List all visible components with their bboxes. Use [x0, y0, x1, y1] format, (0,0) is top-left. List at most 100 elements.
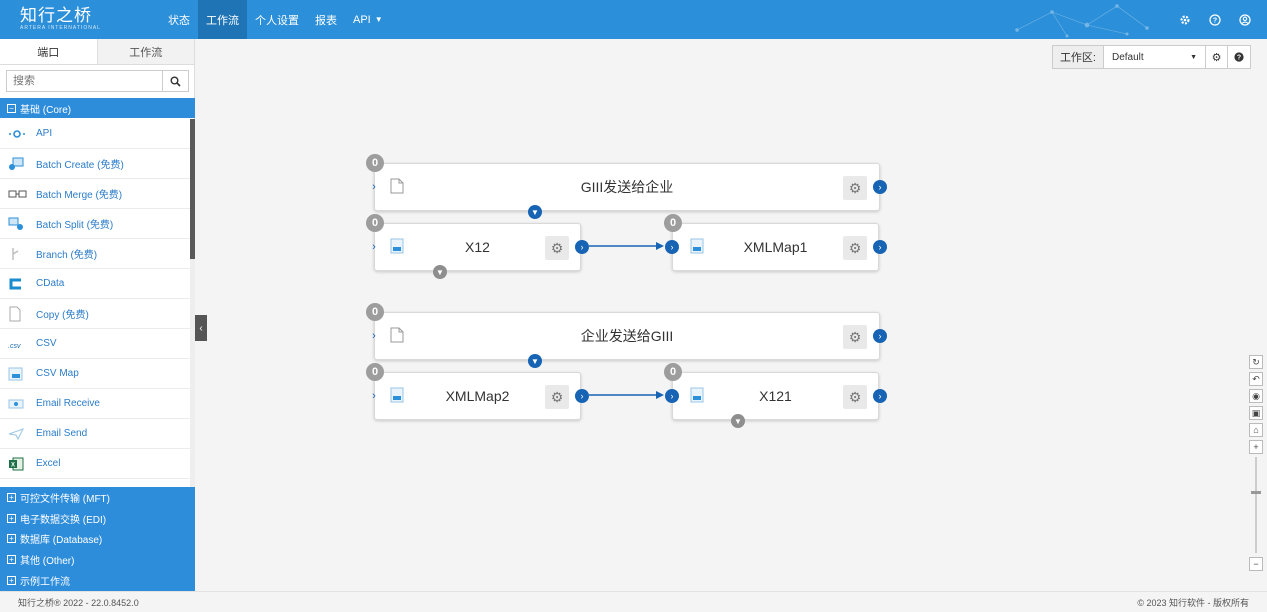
output-port-icon[interactable]: › [873, 180, 887, 194]
settings-gear-icon[interactable] [1177, 12, 1193, 28]
node-title: GIII发送给企业 [580, 179, 674, 195]
input-port-icon[interactable]: › [665, 240, 679, 254]
scrollbar-thumb[interactable] [190, 119, 195, 259]
list-item-batch-split[interactable]: Batch Split (免费) [0, 209, 190, 239]
sidebar-tabs: 端口 工作流 [0, 39, 194, 65]
node-settings-button[interactable]: ⚙ [843, 385, 867, 409]
group-samples-header[interactable]: +示例工作流 [0, 570, 195, 591]
svg-text:?: ? [1237, 55, 1241, 62]
list-item-batch-merge[interactable]: Batch Merge (免费) [0, 179, 190, 209]
list-item-csv-map[interactable]: CSV Map [0, 359, 190, 389]
list-item-cdata[interactable]: CData [0, 269, 190, 299]
list-item-copy[interactable]: Copy (免费) [0, 299, 190, 329]
group-database-header[interactable]: +数据库 (Database) [0, 529, 195, 550]
list-item-batch-create[interactable]: Batch Create (免费) [0, 149, 190, 179]
gear-icon: ⚙ [848, 388, 862, 405]
zoom-slider-knob[interactable] [1251, 491, 1261, 494]
tab-ports[interactable]: 端口 [0, 39, 98, 64]
list-item-label: Batch Merge (免费) [36, 190, 123, 201]
list-item-branch[interactable]: Branch (免费) [0, 239, 190, 269]
node-settings-button[interactable]: ⚙ [843, 236, 867, 260]
node-settings-button[interactable]: ⚙ [843, 176, 867, 200]
output-port-icon[interactable]: › [873, 389, 887, 403]
gear-icon: ⚙ [848, 239, 862, 256]
workspace-settings-button[interactable]: ⚙ [1206, 46, 1228, 68]
list-item-api[interactable]: API [0, 119, 190, 149]
input-port-icon[interactable]: › [665, 389, 679, 403]
preview-eye-icon[interactable]: ◉ [1249, 389, 1263, 403]
node-settings-button[interactable]: ⚙ [843, 325, 867, 349]
help-icon[interactable]: ? [1207, 12, 1223, 28]
home-icon[interactable]: ⌂ [1249, 423, 1263, 437]
branch-icon [8, 246, 30, 262]
header-decoration [1015, 4, 1149, 38]
workflow-node-giii-to-enterprise[interactable]: GIII发送给企业 [374, 163, 880, 211]
node-settings-button[interactable]: ⚙ [545, 385, 569, 409]
x12-file-icon [690, 387, 704, 403]
svg-text:X: X [11, 462, 15, 468]
zoom-slider[interactable] [1251, 457, 1261, 553]
help-icon: ? [1234, 52, 1244, 62]
nav-api[interactable]: API▼ [345, 0, 391, 39]
document-icon [390, 327, 404, 343]
api-icon [8, 126, 30, 142]
group-core-header[interactable]: − 基础 (Core) [0, 98, 195, 118]
search-input[interactable] [7, 71, 162, 91]
group-mft-header[interactable]: +可控文件传输 (MFT) [0, 487, 195, 508]
batch-merge-icon [8, 186, 30, 202]
nav-profile[interactable]: 个人设置 [255, 14, 299, 27]
xmlmap-file-icon [690, 238, 704, 254]
workspace-help-button[interactable]: ? [1228, 46, 1250, 68]
zoom-out-icon[interactable]: − [1249, 557, 1263, 571]
node-count-badge: 0 [366, 303, 384, 321]
list-item-excel[interactable]: X Excel [0, 449, 190, 479]
tab-workflows[interactable]: 工作流 [97, 39, 194, 64]
svg-text:.csv: .csv [8, 343, 21, 350]
expand-node-icon[interactable]: ▼ [528, 205, 542, 219]
input-port-icon[interactable]: › [372, 241, 376, 253]
list-item-label: Excel [36, 458, 61, 469]
refresh-icon[interactable]: ↻ [1249, 355, 1263, 369]
workflow-node-enterprise-to-giii[interactable]: 企业发送给GIII [374, 312, 880, 360]
workspace-select[interactable]: Default▼ [1104, 46, 1206, 68]
output-port-icon[interactable]: › [873, 240, 887, 254]
output-port-icon[interactable]: › [873, 329, 887, 343]
xmlmap-file-icon [390, 387, 404, 403]
sidebar-collapse-button[interactable]: ‹ [195, 315, 207, 341]
brand-logo[interactable]: 知行之桥 ARTERA INTERNATIONAL [0, 0, 112, 39]
brand-subtitle: ARTERA INTERNATIONAL [20, 25, 101, 31]
image-export-icon[interactable]: ▣ [1249, 406, 1263, 420]
nav-reports[interactable]: 报表 [315, 14, 337, 27]
main-nav: 状态 工作流 个人设置 报表 API▼ [160, 0, 391, 39]
caret-down-icon: ▼ [1190, 53, 1197, 61]
connection-arrowhead [656, 391, 664, 399]
group-other-header[interactable]: +其他 (Other) [0, 549, 195, 570]
zoom-in-icon[interactable]: + [1249, 440, 1263, 454]
search-button[interactable] [162, 71, 188, 91]
list-item-label: Batch Create (免费) [36, 160, 124, 171]
expand-node-icon[interactable]: ▼ [528, 354, 542, 368]
expand-node-icon[interactable]: ▼ [433, 265, 447, 279]
output-port-icon[interactable]: › [575, 240, 589, 254]
node-count-badge: 0 [366, 363, 384, 381]
nav-status[interactable]: 状态 [168, 14, 190, 27]
input-port-icon[interactable]: › [372, 330, 376, 342]
group-label: 电子数据交换 (EDI) [20, 514, 107, 526]
brand-name: 知行之桥 [20, 6, 92, 25]
csv-map-icon [8, 366, 30, 382]
group-edi-header[interactable]: +电子数据交换 (EDI) [0, 508, 195, 529]
input-port-icon[interactable]: › [372, 181, 376, 193]
input-port-icon[interactable]: › [372, 390, 376, 402]
user-account-icon[interactable] [1237, 12, 1253, 28]
nav-workflow[interactable]: 工作流 [198, 0, 247, 39]
list-item-csv[interactable]: .csv CSV [0, 329, 190, 359]
list-item-email-receive[interactable]: Email Receive [0, 389, 190, 419]
output-port-icon[interactable]: › [575, 389, 589, 403]
cdata-icon [8, 276, 30, 292]
list-scrollbar[interactable] [190, 119, 195, 487]
node-settings-button[interactable]: ⚙ [545, 236, 569, 260]
expand-node-icon[interactable]: ▼ [731, 414, 745, 428]
list-item-label: CSV Map [36, 368, 79, 379]
list-item-email-send[interactable]: Email Send [0, 419, 190, 449]
undo-icon[interactable]: ↶ [1249, 372, 1263, 386]
